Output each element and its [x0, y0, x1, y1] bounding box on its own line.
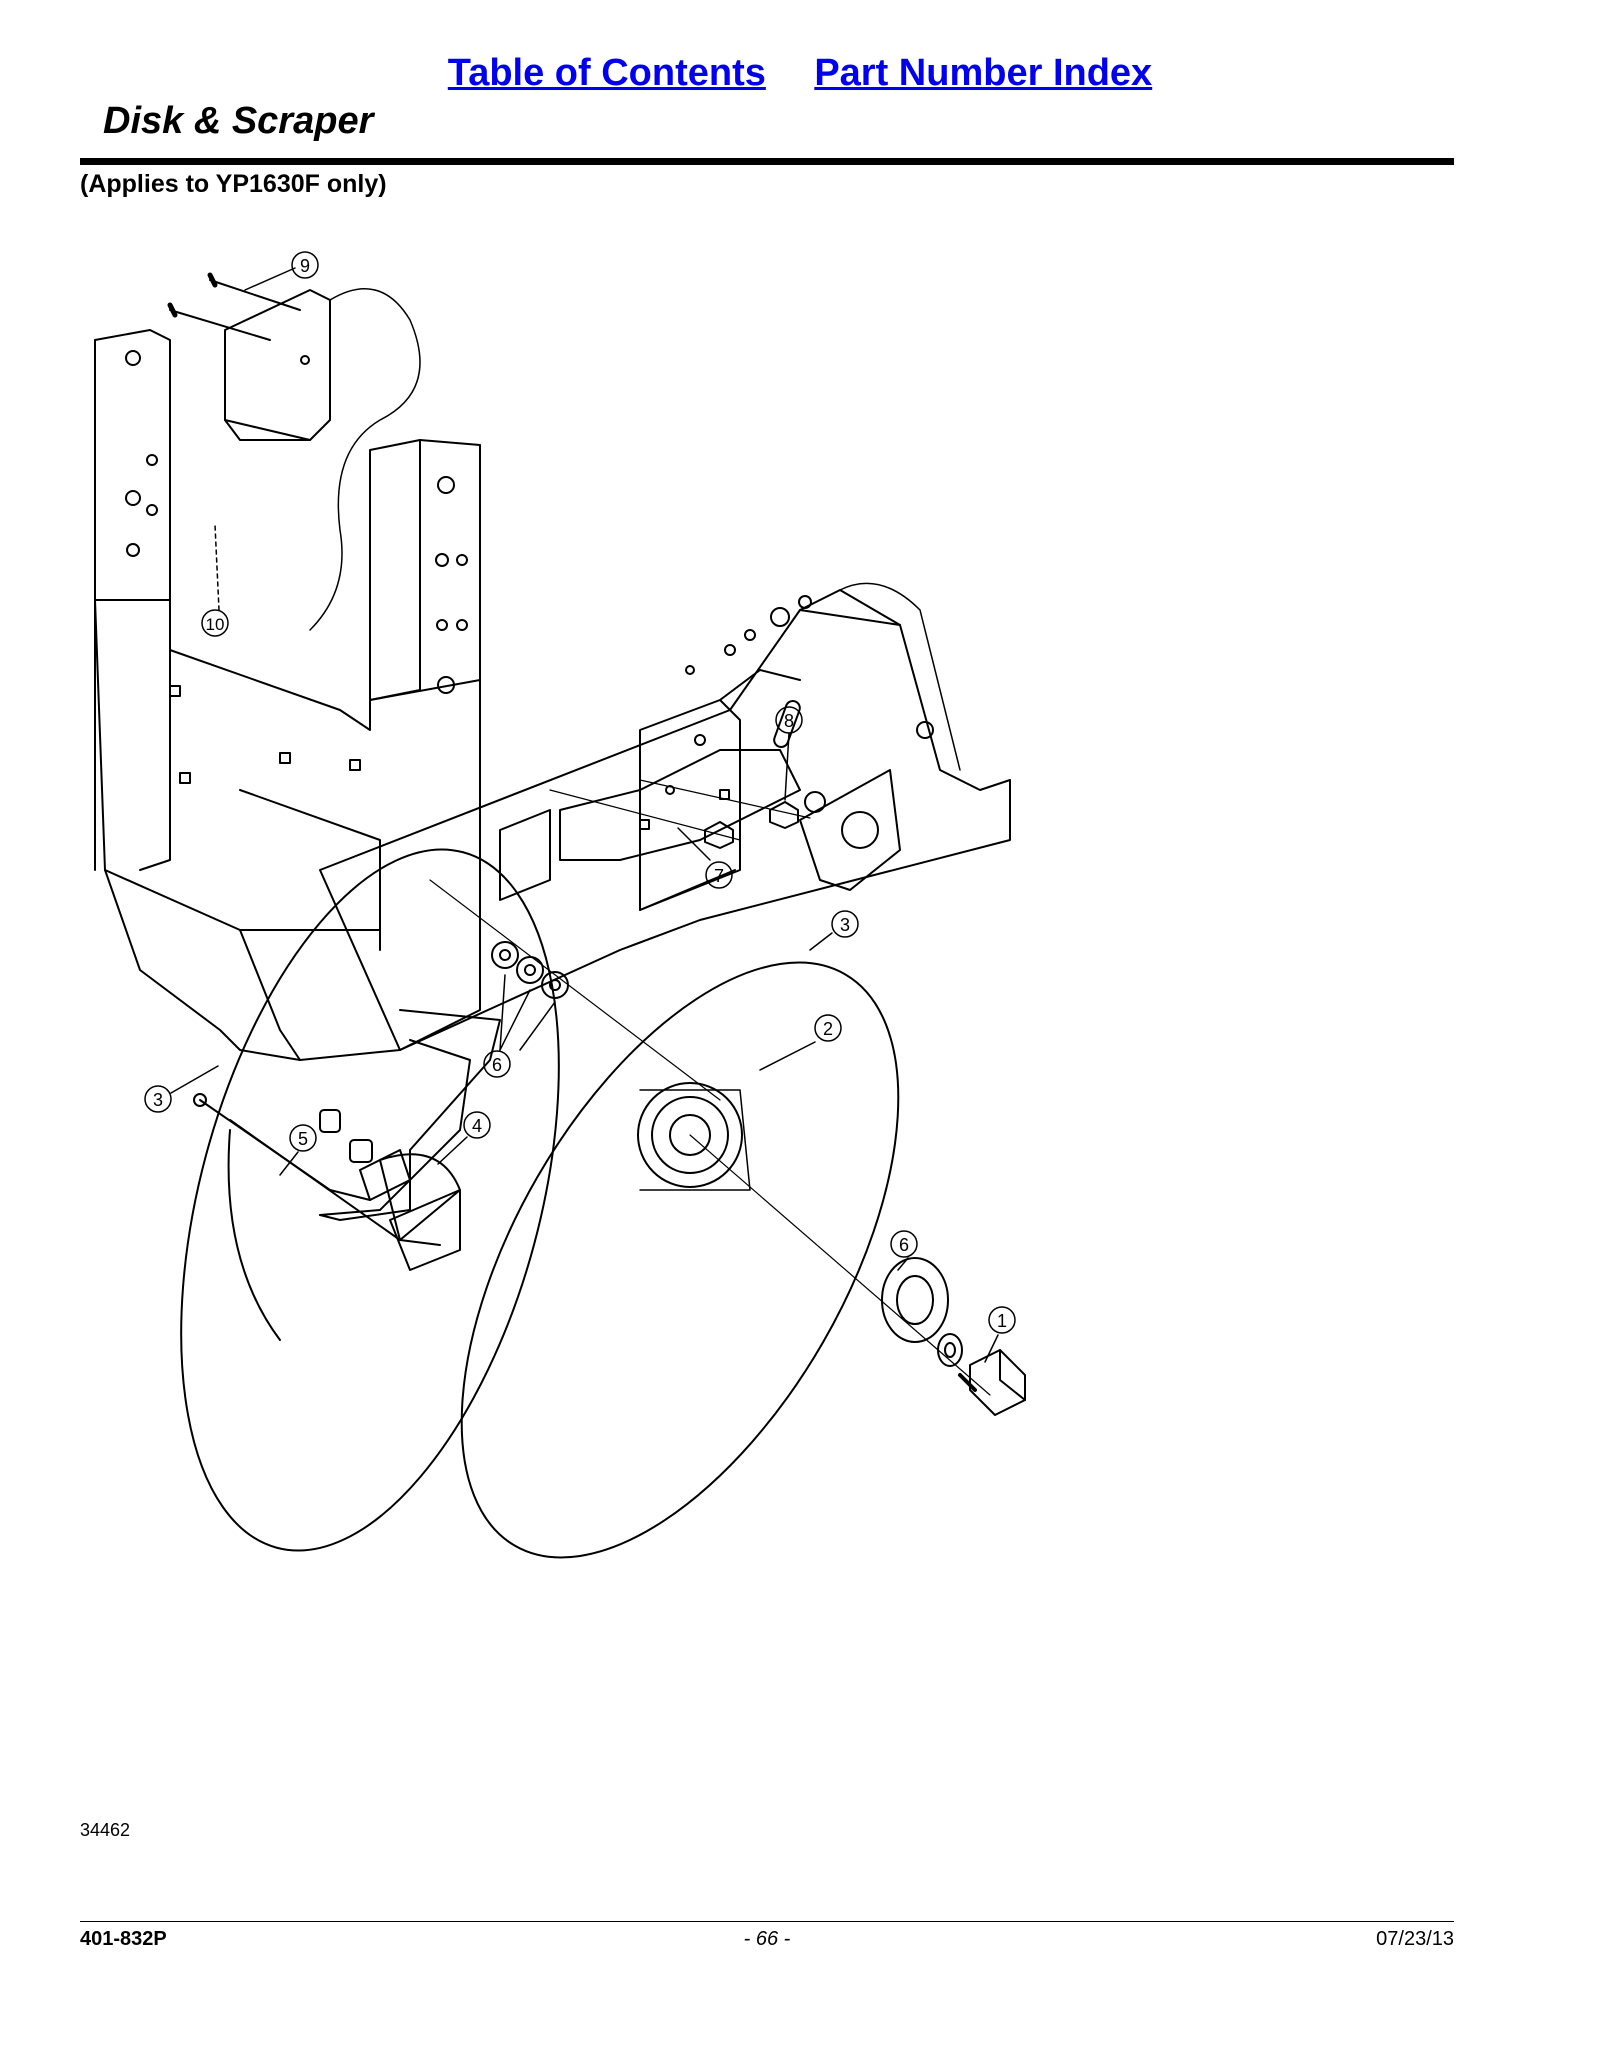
callout-5: 5: [289, 1124, 317, 1152]
callout-3-front: 3: [831, 910, 859, 938]
svg-text:3: 3: [153, 1090, 163, 1110]
row-unit-frame: [319, 582, 1011, 1051]
svg-text:3: 3: [840, 915, 850, 935]
scraper-blade: [359, 1149, 461, 1271]
part-number-index-link[interactable]: Part Number Index: [814, 52, 1153, 94]
closing-arm: [193, 1009, 501, 1246]
document-number: 401-832P: [80, 1928, 167, 1950]
table-of-contents-link[interactable]: Table of Contents: [447, 52, 766, 94]
callout-2: 2: [814, 1014, 842, 1042]
scraper-upper: [224, 288, 421, 631]
revision-date: 07/23/13: [1376, 1928, 1454, 1950]
callout-6-outer: 6: [890, 1230, 918, 1258]
callout-6-stack: 6: [483, 1050, 511, 1078]
exploded-parts-drawing: 9 10 8 7 3 2 6 1 4 5 3 6: [94, 251, 1026, 1559]
hex-bolt: [958, 1349, 1026, 1416]
callout-8: 8: [775, 706, 803, 734]
svg-text:9: 9: [300, 256, 310, 276]
leader-lines: [170, 267, 999, 1363]
callout-3-rear: 3: [144, 1085, 172, 1113]
rear-disk-blade: [180, 848, 560, 1552]
scraper-right: [639, 699, 741, 911]
page-number: - 66 -: [743, 1928, 791, 1950]
svg-text:4: 4: [472, 1116, 482, 1136]
upper-bolts: [167, 272, 301, 341]
svg-text:6: 6: [492, 1055, 502, 1075]
callout-1: 1: [988, 1306, 1016, 1334]
svg-text:1: 1: [997, 1311, 1007, 1331]
callout-7: 7: [705, 861, 733, 889]
page-title: Disk & Scraper: [103, 100, 374, 142]
svg-text:10: 10: [206, 615, 225, 634]
svg-text:2: 2: [823, 1019, 833, 1039]
washer-stack: [429, 879, 721, 1101]
svg-text:8: 8: [784, 711, 794, 731]
callout-4: 4: [463, 1111, 491, 1139]
figure-number: 34462: [80, 1820, 131, 1840]
mount-bracket: [94, 329, 481, 1061]
svg-text:7: 7: [714, 866, 724, 886]
footer-rule: [80, 1921, 1454, 1922]
top-navigation: Table of Contents Part Number Index: [0, 52, 1600, 95]
page-footer: 401-832P - 66 - 07/23/13: [80, 1928, 1454, 1958]
front-disk-blade: [460, 961, 900, 1559]
applies-to-note: (Applies to YP1630F only): [80, 170, 387, 198]
header-rule: [80, 158, 1454, 165]
callout-10: 10: [201, 609, 229, 637]
hex-nuts: [549, 779, 811, 849]
svg-text:6: 6: [899, 1235, 909, 1255]
svg-text:5: 5: [298, 1129, 308, 1149]
callout-9: 9: [291, 251, 319, 279]
washer-outer: [937, 1333, 963, 1367]
hub-cap: [689, 1134, 991, 1396]
